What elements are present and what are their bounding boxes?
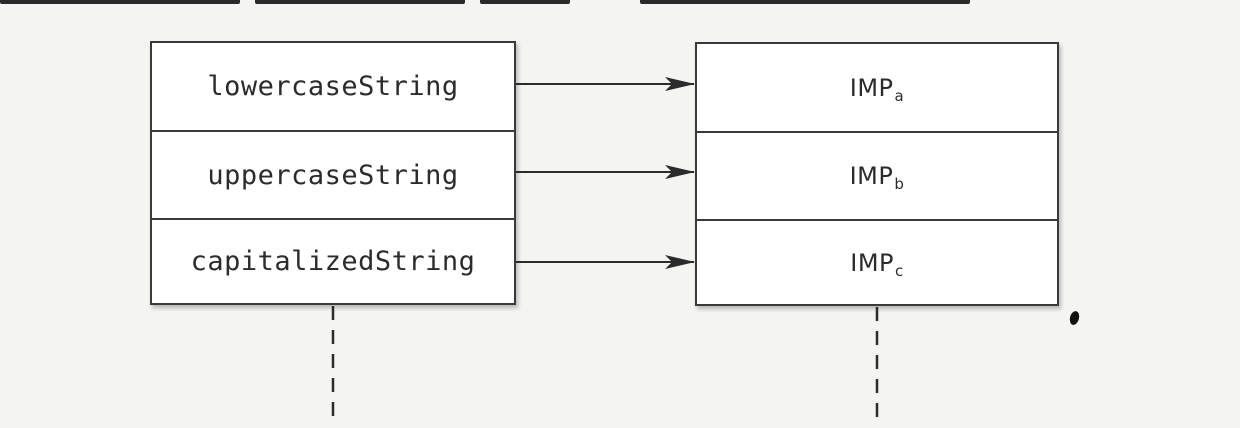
implementation-label: IMP [849,162,894,190]
implementation-label: IMP [850,248,894,277]
implementation-label: IMP [849,73,894,102]
selector-cell: uppercaseString [152,130,514,218]
implementation-subscript: c [895,261,904,280]
selector-table: lowercaseString uppercaseString capitali… [150,41,516,305]
selector-label: uppercaseString [207,159,459,191]
selector-cell: lowercaseString [152,43,514,130]
implementation-subscript: a [894,86,905,105]
selector-cell: capitalizedString [152,218,514,303]
cropped-text-fragment [0,0,1240,6]
selector-label: capitalizedString [190,246,476,277]
implementation-subscript: b [894,175,905,193]
selector-label: lowercaseString [207,71,459,102]
